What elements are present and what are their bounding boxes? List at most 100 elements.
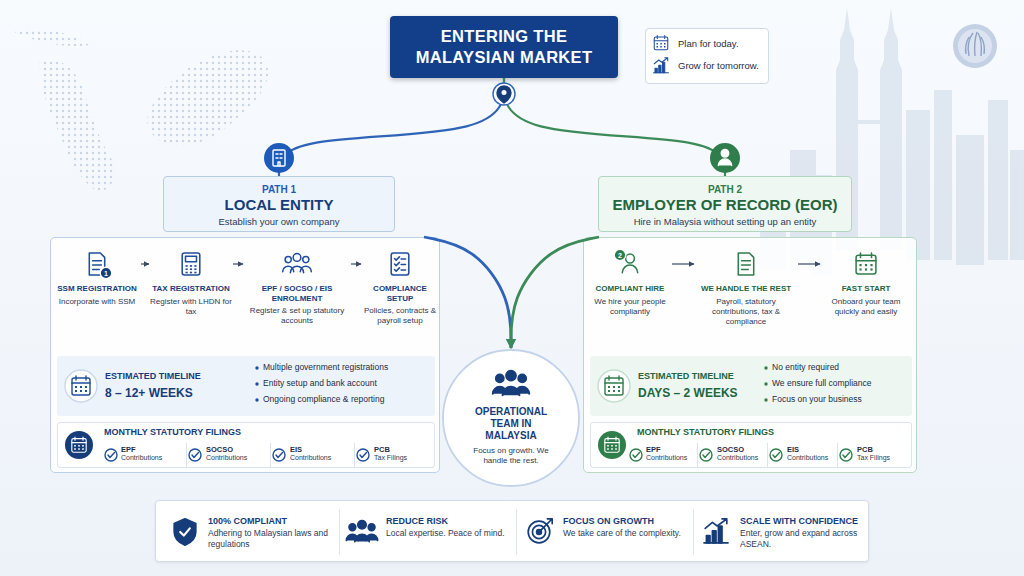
title-text: ENTERING THE MALAYSIAN MARKET xyxy=(402,26,606,67)
filing-item: EPFContributions xyxy=(102,443,182,467)
path-header: PATH 1LOCAL ENTITYEstablish your own com… xyxy=(163,176,395,232)
tagline-box: Plan for today. Grow for tomorrow. xyxy=(645,28,769,84)
fi-sub: Contributions xyxy=(206,454,266,461)
bul: Entity setup and bank account xyxy=(263,378,429,388)
b-body: Enter, grow and expand across ASEAN. xyxy=(740,528,859,549)
title-box: ENTERING THE MALAYSIAN MARKET xyxy=(390,16,618,78)
path-panel: COMPLIANT HIREWe hire your people compli… xyxy=(583,237,917,473)
b-title: SCALE WITH CONFIDENCE xyxy=(740,516,859,526)
icon-part xyxy=(82,448,84,450)
icon-part xyxy=(276,154,282,166)
fi-sub: Tax Filings xyxy=(857,454,907,461)
icon-part xyxy=(82,445,84,447)
icon-part xyxy=(615,445,617,447)
icon-part xyxy=(190,268,192,270)
path-title: LOCAL ENTITY xyxy=(170,196,388,213)
step-body: Register & set up statutory accounts xyxy=(243,306,351,326)
fi-name: PCB xyxy=(374,445,430,454)
icon-part xyxy=(608,390,610,392)
step-item: SSM REGISTRATIONIncorporate with SSM xyxy=(53,246,141,307)
b-body: We take care of the complexity. xyxy=(563,528,682,539)
path-sub: Hire in Malaysia without setting up an e… xyxy=(605,216,845,227)
tag-text: Grow for tomorrow. xyxy=(678,60,766,71)
icon-part xyxy=(506,371,516,381)
icon-part xyxy=(613,390,615,392)
fi-name: EPF xyxy=(646,445,697,454)
fi-sub: Contributions xyxy=(121,454,182,461)
step-item: EPF / SOCSO / EIS ENROLMENTRegister & se… xyxy=(243,246,351,326)
icon-part xyxy=(78,445,80,447)
icon-part xyxy=(72,439,86,453)
connector xyxy=(279,78,504,176)
building-icon xyxy=(273,150,285,166)
bul: We ensure full compliance xyxy=(772,378,906,388)
calendar-icon xyxy=(605,437,619,452)
bul: No entity required xyxy=(772,362,906,372)
icon-disc xyxy=(65,370,97,402)
icon-part xyxy=(664,43,666,45)
icon-part xyxy=(496,374,504,382)
step-body: Policies, contracts & payroll setup xyxy=(361,306,439,326)
tl-label: ESTIMATED TIMELINE xyxy=(105,371,255,381)
icon-part xyxy=(74,445,76,447)
connector xyxy=(798,263,820,264)
icon-part xyxy=(660,43,662,45)
callout-number: 1 xyxy=(101,268,112,279)
calendar-icon xyxy=(72,376,90,395)
bullet-dot xyxy=(255,398,258,401)
icon-part xyxy=(78,448,80,450)
b-body: Adhering to Malaysian laws and regulatio… xyxy=(208,528,328,549)
icon-part xyxy=(72,437,86,443)
hub-circle: OPERATIONAL TEAM IN MALAYSIAFocus on gro… xyxy=(441,348,581,488)
step-title: WE HANDLE THE REST xyxy=(694,284,798,294)
path-num: PATH 2 xyxy=(605,184,845,195)
connector xyxy=(672,263,694,264)
city-skyline xyxy=(760,8,1024,275)
icon-part xyxy=(180,528,190,535)
icon-part xyxy=(186,265,188,267)
icon-part xyxy=(194,272,196,274)
step-item: FAST STARTOnboard your team quickly and … xyxy=(820,246,912,317)
path-sub: Establish your own company xyxy=(170,216,388,227)
icon-part xyxy=(174,519,196,545)
icon-part xyxy=(75,390,77,392)
icon-part xyxy=(618,390,620,392)
pin-icon xyxy=(497,86,511,103)
icon-disc xyxy=(493,83,515,105)
icon-part xyxy=(870,264,872,266)
calendar-icon xyxy=(605,376,623,395)
icon-part xyxy=(80,386,82,388)
step-title: TAX REGISTRATION xyxy=(149,284,233,294)
connector xyxy=(504,78,725,176)
icon-part xyxy=(934,90,952,260)
icon-part xyxy=(273,150,285,166)
icon-part xyxy=(497,86,511,103)
step-item: WE HANDLE THE RESTPayroll, statutory con… xyxy=(694,246,798,327)
icon-disc xyxy=(710,143,740,173)
icon-part xyxy=(10,28,90,46)
bullet-dot xyxy=(764,398,767,401)
step-title: COMPLIANCE SETUP xyxy=(361,284,439,303)
b-title: REDUCE RISK xyxy=(386,516,505,526)
icon-part xyxy=(190,265,192,267)
icon-disc xyxy=(598,431,626,459)
tag-text: Plan for today. xyxy=(678,38,766,49)
tl-value: 8 – 12+ WEEKS xyxy=(105,386,255,400)
icon-disc xyxy=(65,431,93,459)
icon-part xyxy=(349,524,356,531)
hub-body: Focus on growth. We handle the rest. xyxy=(465,446,557,466)
step-body: We hire your people compliantly xyxy=(588,297,672,317)
icon-part xyxy=(706,536,710,543)
tl-value: DAYS – 2 WEEKS xyxy=(638,386,788,400)
connector xyxy=(351,263,361,264)
icon-part xyxy=(880,8,902,250)
icon-part xyxy=(613,386,615,388)
fi-sub: Contributions xyxy=(646,454,697,461)
icon-part xyxy=(865,268,867,270)
fil-title: MONTHLY STATUTORY FILINGS xyxy=(637,427,897,437)
benefit-item: REDUCE RISKLocal expertise. Peace of min… xyxy=(339,509,509,555)
b-title: FOCUS ON GROWTH xyxy=(563,516,682,526)
fi-sub: Tax Filings xyxy=(374,454,430,461)
step-body: Incorporate with SSM xyxy=(53,297,141,307)
